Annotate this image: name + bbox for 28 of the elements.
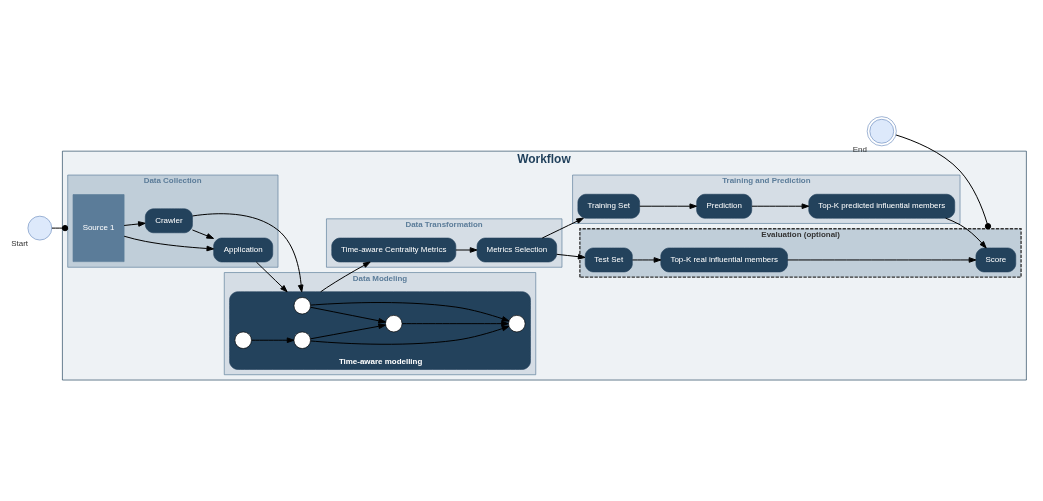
node-circle bbox=[27, 215, 53, 240]
arrow bbox=[455, 246, 478, 253]
arrow bbox=[632, 256, 662, 263]
arrow bbox=[556, 253, 586, 259]
arrow bbox=[310, 306, 386, 324]
arrow bbox=[255, 261, 288, 292]
arrow bbox=[310, 322, 386, 339]
arrow bbox=[123, 235, 215, 251]
connector bbox=[51, 224, 69, 231]
arrow bbox=[310, 325, 510, 345]
arrow bbox=[310, 301, 510, 321]
arrow bbox=[541, 217, 584, 239]
node-circle bbox=[293, 296, 311, 314]
arrow bbox=[191, 228, 215, 239]
arrow bbox=[787, 256, 977, 263]
arrow bbox=[192, 212, 304, 292]
arrow bbox=[251, 336, 295, 343]
arrow bbox=[320, 261, 371, 292]
arrow bbox=[751, 202, 810, 209]
node-circle bbox=[385, 314, 403, 332]
node-circle bbox=[293, 331, 311, 349]
arrow bbox=[639, 202, 698, 209]
node-circle bbox=[234, 331, 252, 349]
node-circle bbox=[508, 314, 526, 332]
arrow bbox=[123, 220, 146, 227]
arrow bbox=[401, 320, 509, 326]
arrow bbox=[945, 217, 987, 248]
connector bbox=[895, 133, 992, 229]
